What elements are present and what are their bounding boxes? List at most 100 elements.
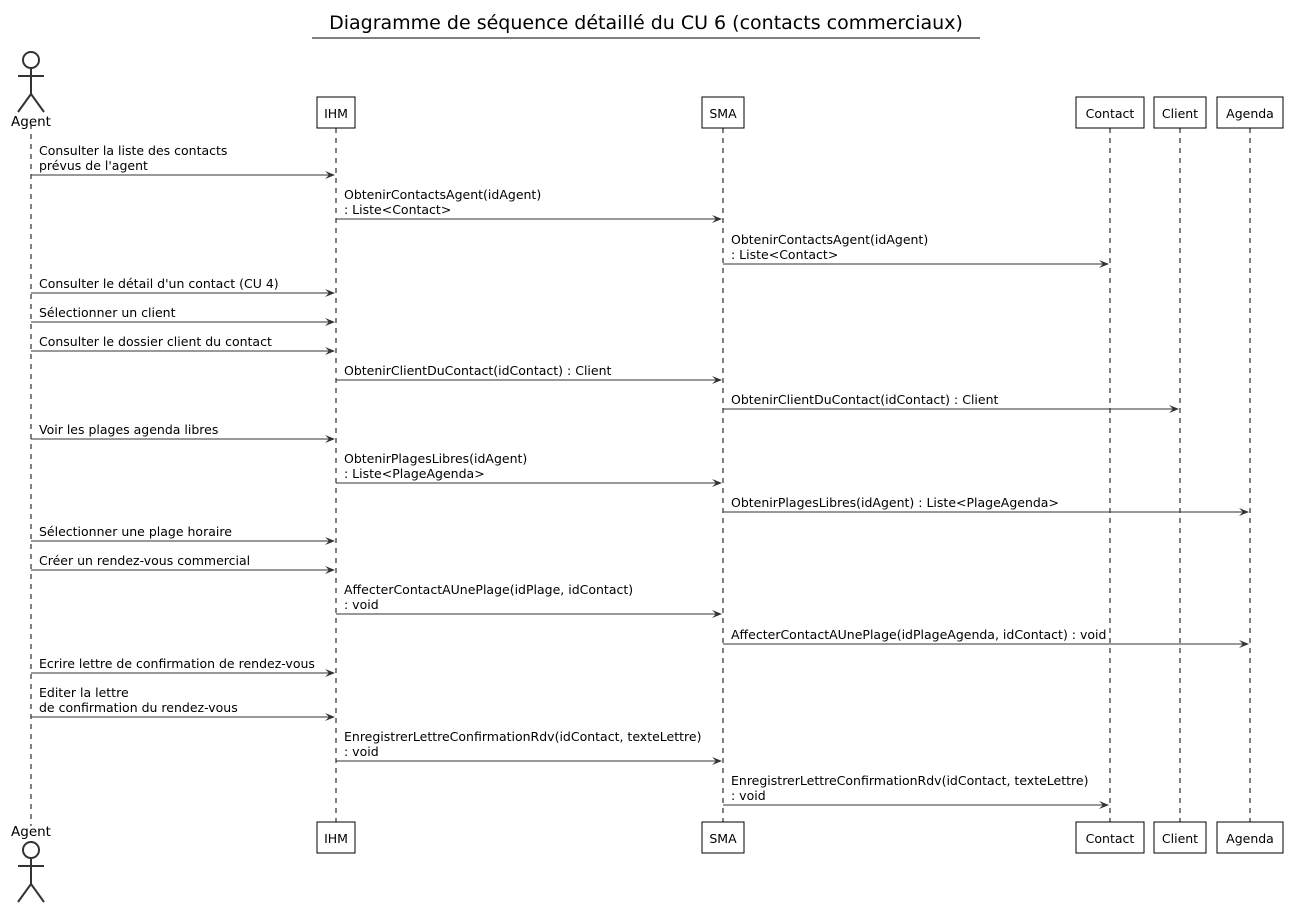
participant-box: [1216, 96, 1284, 129]
arrowhead-icon: [1239, 508, 1249, 516]
message-15: AffecterContactAUnePlage(idPlageAgenda, …: [723, 627, 1249, 648]
actor-leg-right-icon: [30, 93, 45, 113]
message-label: ObtenirClientDuContact(idContact) : Clie…: [731, 392, 999, 407]
arrowhead-icon: [712, 479, 722, 487]
message-label: : void: [731, 788, 766, 803]
participant-label: Contact: [1086, 106, 1135, 121]
arrowhead-icon: [325, 435, 335, 443]
message-label: EnregistrerLettreConfirmationRdv(idConta…: [731, 773, 1088, 788]
message-8: ObtenirClientDuContact(idContact) : Clie…: [723, 392, 1179, 413]
participant-box: [316, 96, 356, 129]
participant-sma-top: SMA: [701, 96, 745, 129]
message-10: ObtenirPlagesLibres(idAgent): Liste<Plag…: [336, 451, 722, 487]
participant-client-top: Client: [1153, 96, 1207, 129]
message-label: Ecrire lettre de confirmation de rendez-…: [39, 656, 315, 671]
message-label: ObtenirClientDuContact(idContact) : Clie…: [344, 363, 612, 378]
participant-agenda-bottom: Agenda: [1216, 821, 1284, 854]
message-label: AffecterContactAUnePlage(idPlage, idCont…: [344, 582, 633, 597]
message-4: Consulter le détail d'un contact (CU 4): [31, 276, 335, 297]
message-7: ObtenirClientDuContact(idContact) : Clie…: [336, 363, 722, 384]
actor-label-top: Agent: [11, 114, 51, 130]
participant-ihm-top: IHM: [316, 96, 356, 129]
message-16: Ecrire lettre de confirmation de rendez-…: [31, 656, 335, 677]
message-label: ObtenirContactsAgent(idAgent): [344, 187, 541, 202]
participant-box: [316, 821, 356, 854]
participant-box: [1075, 96, 1145, 129]
message-label: Voir les plages agenda libres: [39, 422, 218, 437]
diagram-title: Diagramme de séquence détaillé du CU 6 (…: [329, 12, 963, 34]
arrowhead-icon: [325, 171, 335, 179]
message-label: Consulter le dossier client du contact: [39, 334, 272, 349]
participant-label: IHM: [324, 831, 348, 846]
message-label: Consulter le détail d'un contact (CU 4): [39, 276, 279, 291]
actor-head-icon: [22, 51, 40, 69]
actor-agent-bottom: Agent: [11, 824, 51, 903]
arrowhead-icon: [1099, 801, 1109, 809]
message-label: ObtenirContactsAgent(idAgent): [731, 232, 928, 247]
message-label: Sélectionner une plage horaire: [39, 524, 232, 539]
participant-box: [1153, 96, 1207, 129]
arrowhead-icon: [712, 610, 722, 618]
message-14: AffecterContactAUnePlage(idPlage, idCont…: [336, 582, 722, 618]
arrowhead-icon: [1099, 260, 1109, 268]
arrowhead-icon: [325, 537, 335, 545]
message-label: prévus de l'agent: [39, 158, 148, 173]
arrowhead-icon: [325, 347, 335, 355]
participant-label: SMA: [709, 831, 737, 846]
arrowhead-icon: [712, 376, 722, 384]
message-12: Sélectionner une plage horaire: [31, 524, 335, 545]
participant-box: [1216, 821, 1284, 854]
participant-box: [1075, 821, 1145, 854]
message-18: EnregistrerLettreConfirmationRdv(idConta…: [336, 729, 722, 765]
participant-label: SMA: [709, 106, 737, 121]
participant-label: IHM: [324, 106, 348, 121]
participant-label: Client: [1162, 831, 1198, 846]
participant-contact-top: Contact: [1075, 96, 1145, 129]
message-label: EnregistrerLettreConfirmationRdv(idConta…: [344, 729, 701, 744]
participant-label: Agenda: [1226, 831, 1274, 846]
participant-label: Client: [1162, 106, 1198, 121]
actor-label-bottom: Agent: [11, 824, 51, 840]
message-label: ObtenirPlagesLibres(idAgent) : Liste<Pla…: [731, 495, 1059, 510]
message-13: Créer un rendez-vous commercial: [31, 553, 335, 574]
arrowhead-icon: [325, 669, 335, 677]
message-label: de confirmation du rendez-vous: [39, 700, 238, 715]
message-3: ObtenirContactsAgent(idAgent): Liste<Con…: [723, 232, 1109, 268]
participant-client-bottom: Client: [1153, 821, 1207, 854]
message-label: : Liste<Contact>: [344, 202, 451, 217]
participant-label: Contact: [1086, 831, 1135, 846]
lifelines: [30, 124, 1251, 826]
participant-label: Agenda: [1226, 106, 1274, 121]
message-label: AffecterContactAUnePlage(idPlageAgenda, …: [731, 627, 1106, 642]
arrowhead-icon: [712, 215, 722, 223]
message-6: Consulter le dossier client du contact: [31, 334, 335, 355]
arrowhead-icon: [1169, 405, 1179, 413]
message-label: : void: [344, 744, 379, 759]
arrowhead-icon: [325, 713, 335, 721]
message-label: Sélectionner un client: [39, 305, 176, 320]
actor-leg-left-icon: [17, 883, 32, 903]
participant-agenda-top: Agenda: [1216, 96, 1284, 129]
participant-contact-bottom: Contact: [1075, 821, 1145, 854]
participant-box: [1153, 821, 1207, 854]
message-label: : void: [344, 597, 379, 612]
arrowhead-icon: [712, 757, 722, 765]
message-label: : Liste<Contact>: [731, 247, 838, 262]
message-2: ObtenirContactsAgent(idAgent): Liste<Con…: [336, 187, 722, 223]
message-label: Consulter la liste des contacts: [39, 143, 227, 158]
participant-ihm-bottom: IHM: [316, 821, 356, 854]
message-label: ObtenirPlagesLibres(idAgent): [344, 451, 527, 466]
diagram-title-group: Diagramme de séquence détaillé du CU 6 (…: [312, 12, 980, 39]
actor-agent-top: Agent: [11, 51, 51, 130]
message-5: Sélectionner un client: [31, 305, 335, 326]
actor-leg-right-icon: [30, 883, 45, 903]
message-label: : Liste<PlageAgenda>: [344, 466, 485, 481]
message-11: ObtenirPlagesLibres(idAgent) : Liste<Pla…: [723, 495, 1249, 516]
arrowhead-icon: [325, 318, 335, 326]
arrowhead-icon: [1239, 640, 1249, 648]
arrowhead-icon: [325, 566, 335, 574]
